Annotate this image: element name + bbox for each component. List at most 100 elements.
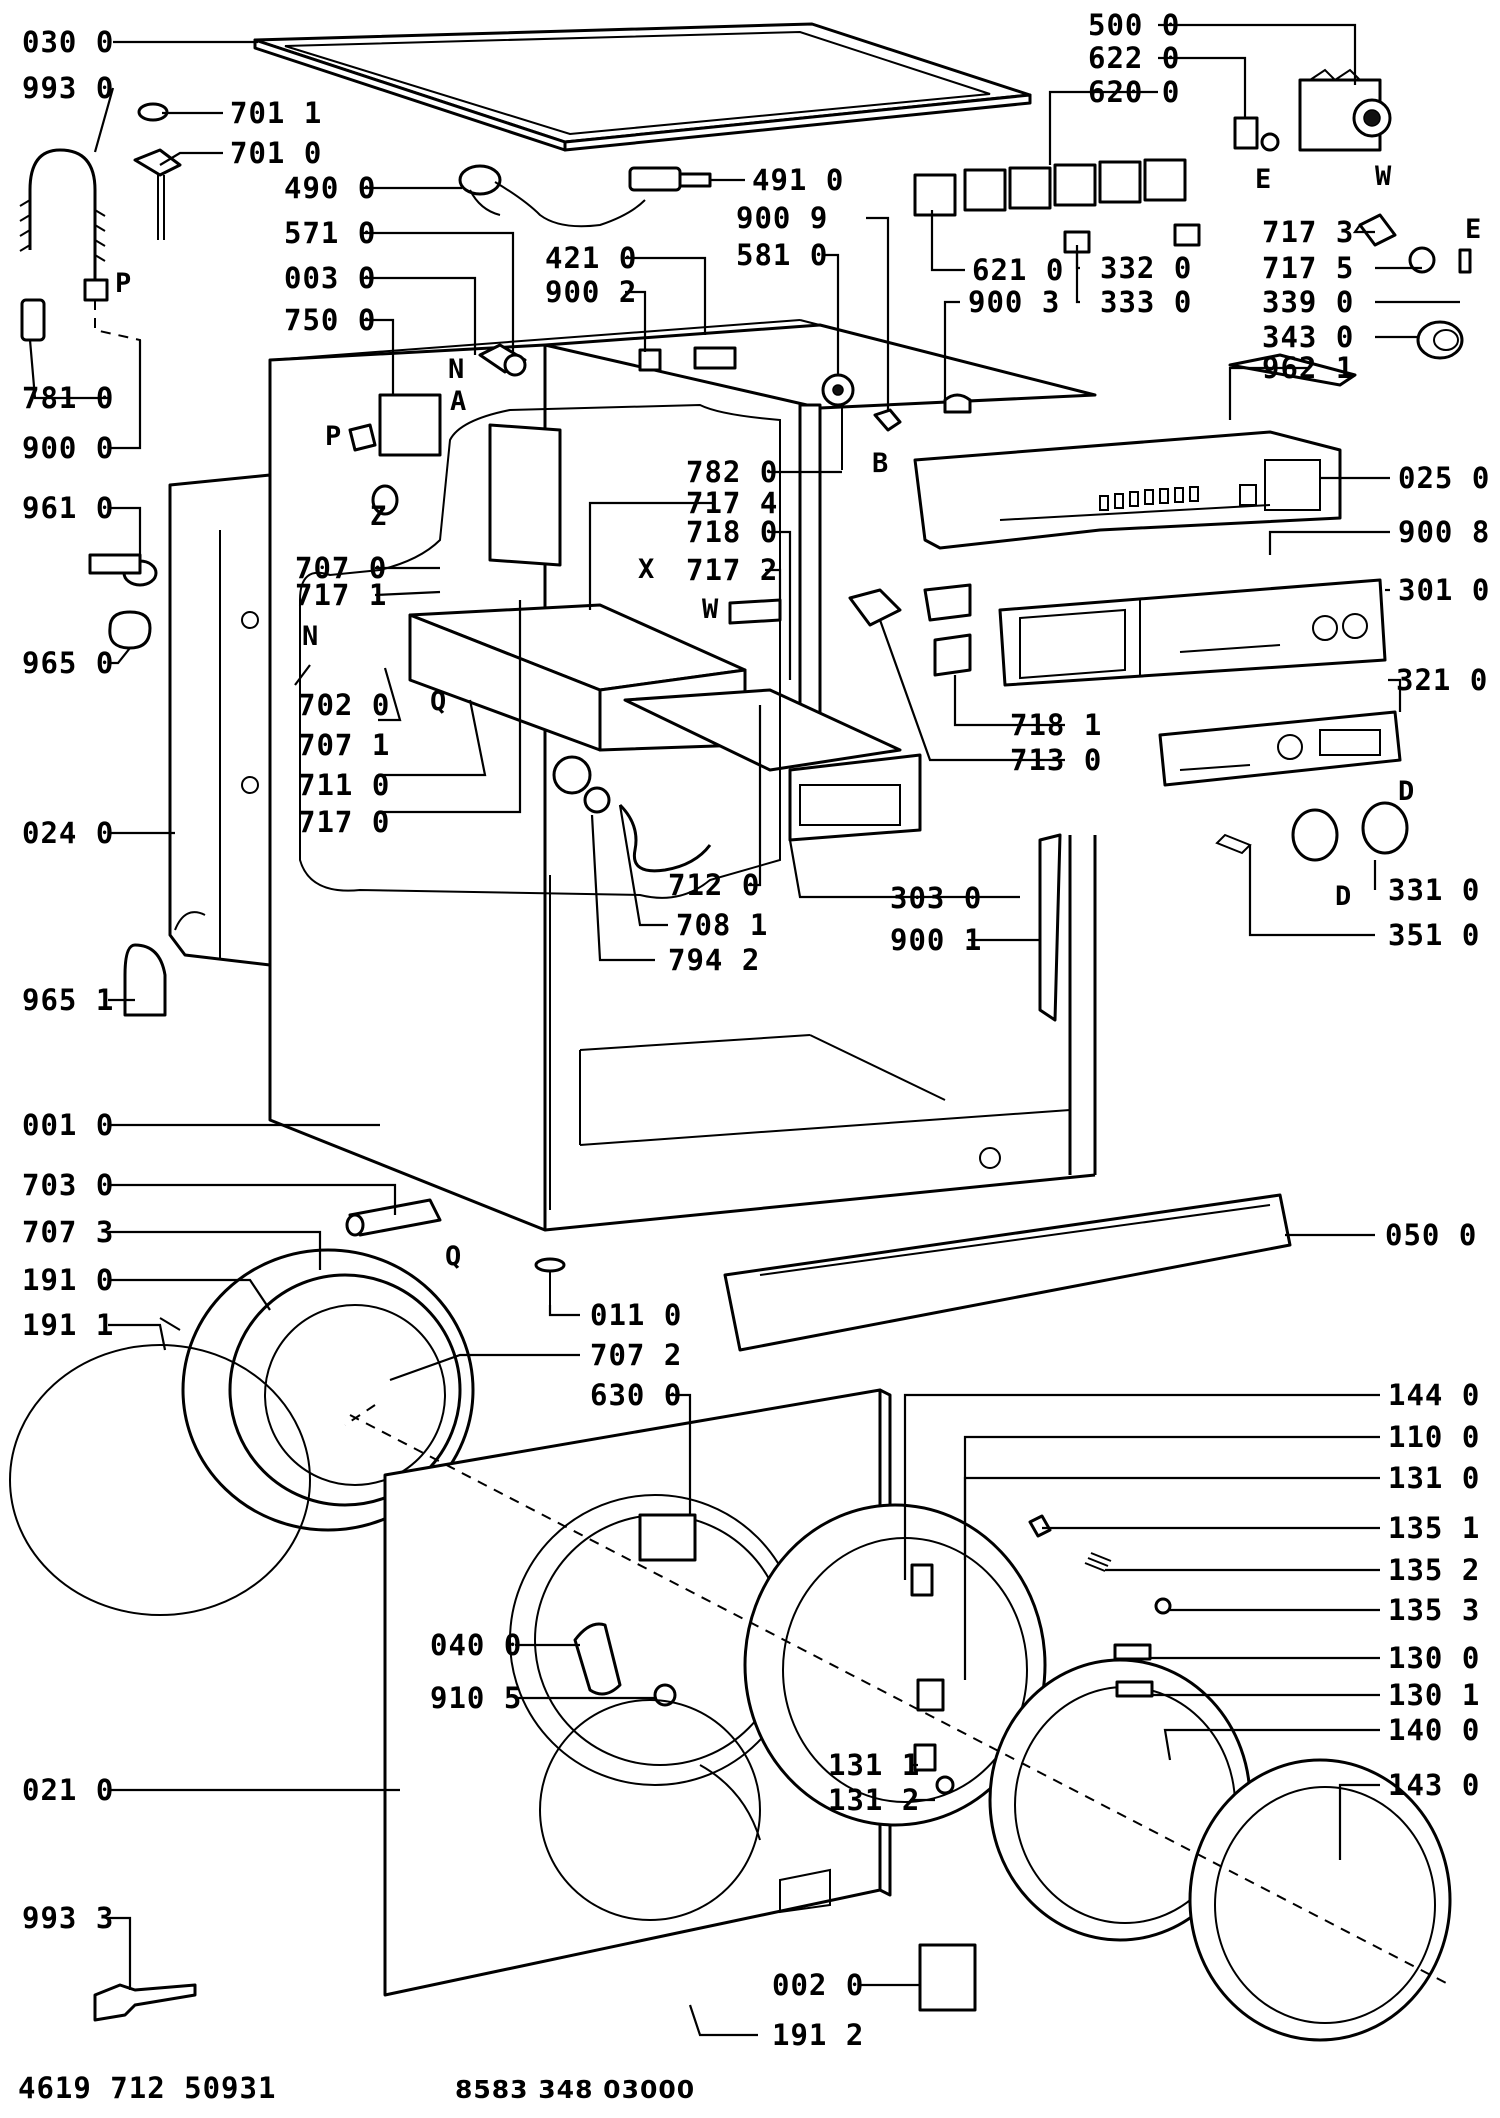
callout-781-0: 781 0 bbox=[22, 381, 114, 415]
callout-993-3: 993 3 bbox=[22, 1901, 114, 1935]
door-small-parts bbox=[913, 1514, 1172, 1795]
callout-351-0: 351 0 bbox=[1388, 918, 1480, 952]
callout-750-0: 750 0 bbox=[284, 303, 376, 337]
callout-135-2: 135 2 bbox=[1388, 1553, 1480, 1587]
marker-b: B bbox=[872, 448, 888, 479]
callout-303-0: 303 0 bbox=[890, 881, 982, 915]
marker-n-left: N bbox=[302, 621, 318, 652]
callout-707-2: 707 2 bbox=[590, 1338, 682, 1372]
control-fascia bbox=[998, 578, 1387, 687]
marker-e-left: E bbox=[1255, 164, 1271, 195]
marker-p-hose: P bbox=[115, 268, 131, 299]
callout-191-2: 191 2 bbox=[772, 2018, 864, 2052]
footer-drawing-number: 4619 712 50931 bbox=[18, 2071, 276, 2105]
callout-011-0: 011 0 bbox=[590, 1298, 682, 1332]
door-glass-seal bbox=[539, 1699, 761, 1921]
callout-024-0: 024 0 bbox=[22, 816, 114, 850]
callout-135-3: 135 3 bbox=[1388, 1593, 1480, 1627]
callout-718-1: 718 1 bbox=[1010, 708, 1102, 742]
callout-910-5: 910 5 bbox=[430, 1681, 522, 1715]
callout-321-0: 321 0 bbox=[1396, 663, 1488, 697]
callout-703-0: 703 0 bbox=[22, 1168, 114, 1202]
callout-491-0: 491 0 bbox=[752, 163, 844, 197]
callout-301-0: 301 0 bbox=[1398, 573, 1490, 607]
door-inner-rings bbox=[988, 1658, 1452, 2042]
callout-500-0: 500 0 bbox=[1088, 8, 1180, 42]
callout-900-8: 900 8 bbox=[1398, 515, 1490, 549]
callout-794-2: 794 2 bbox=[668, 943, 760, 977]
callout-025-0: 025 0 bbox=[1398, 461, 1490, 495]
hose-axis-dashed bbox=[344, 1404, 376, 1426]
callout-003-0: 003 0 bbox=[284, 261, 376, 295]
callout-900-1: 900 1 bbox=[890, 923, 982, 957]
callout-900-9: 900 9 bbox=[736, 201, 828, 235]
callout-571-0: 571 0 bbox=[284, 216, 376, 250]
callout-702-0: 702 0 bbox=[298, 688, 390, 722]
callout-711-0: 711 0 bbox=[298, 768, 390, 802]
footer-document-number: 8583 348 03000 bbox=[455, 2075, 695, 2104]
detergent-dispenser bbox=[408, 598, 922, 873]
callout-002-0: 002 0 bbox=[772, 1968, 864, 2002]
callout-712-0: 712 0 bbox=[668, 868, 760, 902]
callout-621-0: 621 0 bbox=[972, 253, 1064, 287]
callout-962-1: 962 1 bbox=[1262, 351, 1354, 385]
callout-708-1: 708 1 bbox=[676, 908, 768, 942]
marker-x: X bbox=[638, 554, 654, 585]
callout-713-0: 713 0 bbox=[1010, 743, 1102, 777]
door-frame-ring bbox=[743, 1503, 1047, 1827]
marker-z: Z bbox=[370, 501, 386, 532]
kick-plate bbox=[723, 1193, 1292, 1352]
callout-707-3: 707 3 bbox=[22, 1215, 114, 1249]
callout-622-0: 622 0 bbox=[1088, 41, 1180, 75]
marker-q-mid: Q bbox=[430, 686, 446, 717]
cabinet-frame bbox=[268, 319, 1097, 1232]
screw-011 bbox=[534, 1257, 566, 1305]
callout-191-0: 191 0 bbox=[22, 1263, 114, 1297]
callout-900-2: 900 2 bbox=[545, 275, 637, 309]
suppressor-and-lock bbox=[348, 343, 737, 516]
parts-drawings bbox=[9, 22, 1472, 2042]
marker-w-mid: W bbox=[702, 594, 719, 625]
callout-717-2: 717 2 bbox=[686, 553, 778, 587]
worktop-lid bbox=[253, 22, 1032, 152]
callout-782-0: 782 0 bbox=[686, 455, 778, 489]
dispenser-parts-right bbox=[848, 583, 972, 677]
callout-965-1: 965 1 bbox=[22, 983, 114, 1017]
callout-900-0: 900 0 bbox=[22, 431, 114, 465]
callout-707-1: 707 1 bbox=[298, 728, 390, 762]
callout-717-4: 717 4 bbox=[686, 486, 778, 520]
letter-markers: P E W E N A P Z B X W N Q D D Q bbox=[115, 161, 1481, 1272]
instruction-card bbox=[918, 1943, 977, 2012]
callout-339-0: 339 0 bbox=[1262, 285, 1354, 319]
callout-110-0: 110 0 bbox=[1388, 1420, 1480, 1454]
callout-001-0: 001 0 bbox=[22, 1108, 114, 1142]
side-panel bbox=[168, 473, 272, 967]
callout-131-0: 131 0 bbox=[1388, 1461, 1480, 1495]
callout-701-1: 701 1 bbox=[230, 96, 322, 130]
callout-labels: 030 0 993 0 701 1 701 0 490 0 491 0 500 … bbox=[22, 8, 1490, 2052]
spanner bbox=[93, 1983, 197, 2022]
footer-codes: 4619 712 50931 8583 348 03000 bbox=[18, 2071, 695, 2105]
marker-e-right: E bbox=[1465, 214, 1481, 245]
callout-030-0: 030 0 bbox=[22, 25, 114, 59]
callout-040-0: 040 0 bbox=[430, 1628, 522, 1662]
valve-parts bbox=[133, 102, 182, 240]
marker-d-upper: D bbox=[1398, 776, 1414, 807]
callout-717-0: 717 0 bbox=[298, 805, 390, 839]
callout-050-0: 050 0 bbox=[1385, 1218, 1477, 1252]
callout-130-1: 130 1 bbox=[1388, 1678, 1480, 1712]
callout-707-0: 707 0 bbox=[295, 551, 387, 585]
callout-581-0: 581 0 bbox=[736, 238, 828, 272]
marker-w-top: W bbox=[1375, 161, 1392, 192]
callout-135-1: 135 1 bbox=[1388, 1511, 1480, 1545]
marker-p-valve: P bbox=[325, 421, 341, 452]
knobs bbox=[1215, 801, 1409, 862]
door-axis-dashed bbox=[349, 1414, 1451, 1986]
small-parts-left bbox=[88, 553, 167, 1017]
pressure-switch bbox=[821, 373, 972, 470]
callout-965-0: 965 0 bbox=[22, 646, 114, 680]
power-cable bbox=[458, 164, 646, 228]
callout-490-0: 490 0 bbox=[284, 171, 376, 205]
small-parts-top-right bbox=[1358, 213, 1472, 360]
callout-021-0: 021 0 bbox=[22, 1773, 114, 1807]
